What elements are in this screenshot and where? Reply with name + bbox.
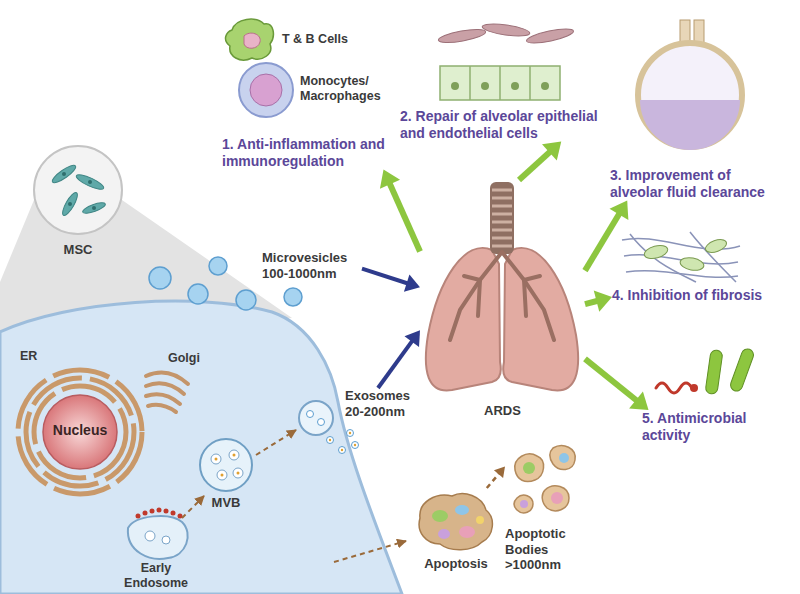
apoptotic-cell-icon bbox=[412, 488, 500, 554]
effect-label: 4. Inhibition of fibrosis bbox=[612, 287, 795, 304]
effect-label: 3. Improvement of alveolar fluid clearan… bbox=[610, 167, 782, 201]
node-text: MVB bbox=[198, 495, 254, 511]
lung-node: ARDS bbox=[420, 180, 585, 419]
organelle-label: Golgi bbox=[168, 351, 218, 366]
organelle-label: ER bbox=[20, 349, 50, 364]
apoptotic-bodies-icon bbox=[505, 440, 590, 524]
epithelial-endothelial-cells bbox=[437, 22, 574, 100]
microbes-icon bbox=[656, 347, 755, 394]
node-text: 3. Improvement of alveolar fluid clearan… bbox=[610, 167, 782, 201]
early-endosome bbox=[128, 508, 188, 559]
connector-arrow bbox=[585, 290, 612, 311]
cell-type-label: T & B Cells bbox=[282, 32, 377, 47]
fibrosis-icon bbox=[622, 232, 740, 282]
connector-line bbox=[362, 269, 409, 284]
connector-arrow bbox=[380, 170, 420, 252]
golgi-apparatus bbox=[146, 372, 188, 412]
arrow-head bbox=[404, 275, 420, 292]
node-text: 1. Anti-inflammation and immunoregulatio… bbox=[222, 136, 412, 170]
node-text: Microvesicles 100-1000nm bbox=[262, 250, 362, 281]
node-text: Nucleus bbox=[42, 422, 118, 439]
node-text: Apoptosis bbox=[412, 556, 500, 572]
effect-label: 1. Anti-inflammation and immunoregulatio… bbox=[222, 136, 412, 170]
connector-line bbox=[389, 182, 420, 252]
connector-line bbox=[378, 340, 413, 388]
arrow-head bbox=[404, 330, 420, 347]
msc-cell-body bbox=[0, 301, 402, 594]
connector-line bbox=[585, 359, 638, 402]
connector-line bbox=[519, 151, 551, 180]
arrow-head bbox=[494, 467, 505, 479]
mvb-node: MVB bbox=[198, 437, 254, 511]
arrow-head bbox=[610, 201, 629, 220]
organelle-label: Early Endosome bbox=[118, 561, 194, 591]
node-text: MSC bbox=[30, 242, 126, 258]
vesicle-label: Microvesicles 100-1000nm bbox=[262, 250, 362, 281]
vesicle-pathway-arrows bbox=[182, 430, 406, 562]
apoptotic-bodies-node: Apoptotic Bodies >1000nm bbox=[505, 440, 590, 573]
connector-line bbox=[585, 212, 620, 270]
node-text: ARDS bbox=[420, 403, 585, 419]
connector-arrow bbox=[378, 330, 420, 388]
connector-arrow bbox=[519, 142, 561, 180]
effect-label: 2. Repair of alveolar epithelial and end… bbox=[400, 108, 615, 142]
msc-node: MSC bbox=[30, 144, 126, 258]
nucleus-node: Nucleus bbox=[42, 394, 118, 470]
alveolus bbox=[638, 20, 742, 150]
node-text: 2. Repair of alveolar epithelial and end… bbox=[400, 108, 615, 142]
node-text: 5. Antimicrobial activity bbox=[642, 410, 772, 444]
lung-shape bbox=[420, 180, 585, 402]
connector-arrow bbox=[487, 467, 505, 488]
connector-arrow bbox=[362, 269, 420, 292]
node-text: Apoptotic Bodies >1000nm bbox=[505, 526, 590, 573]
vesicle-label: Exosomes 20-200nm bbox=[345, 388, 411, 419]
arrow-head bbox=[542, 142, 561, 161]
node-text: 4. Inhibition of fibrosis bbox=[612, 287, 795, 304]
effect-label: 5. Antimicrobial activity bbox=[642, 410, 772, 444]
msc-circle bbox=[30, 144, 126, 240]
t-b-cell-icon bbox=[226, 19, 274, 60]
apoptosis-node: Apoptosis bbox=[412, 488, 500, 572]
arrow-head bbox=[380, 170, 400, 189]
endoplasmic-reticulum bbox=[18, 370, 142, 494]
cell-type-label: Monocytes/ Macrophages bbox=[300, 74, 395, 104]
arrow-head bbox=[629, 391, 648, 410]
mvb-circle bbox=[198, 437, 254, 493]
connector-line bbox=[487, 473, 500, 488]
connector-arrow bbox=[585, 201, 628, 271]
monocyte-icon bbox=[239, 63, 293, 117]
node-text: Exosomes 20-200nm bbox=[345, 388, 411, 419]
connector-arrow bbox=[585, 359, 649, 410]
arrow-head bbox=[594, 290, 612, 311]
